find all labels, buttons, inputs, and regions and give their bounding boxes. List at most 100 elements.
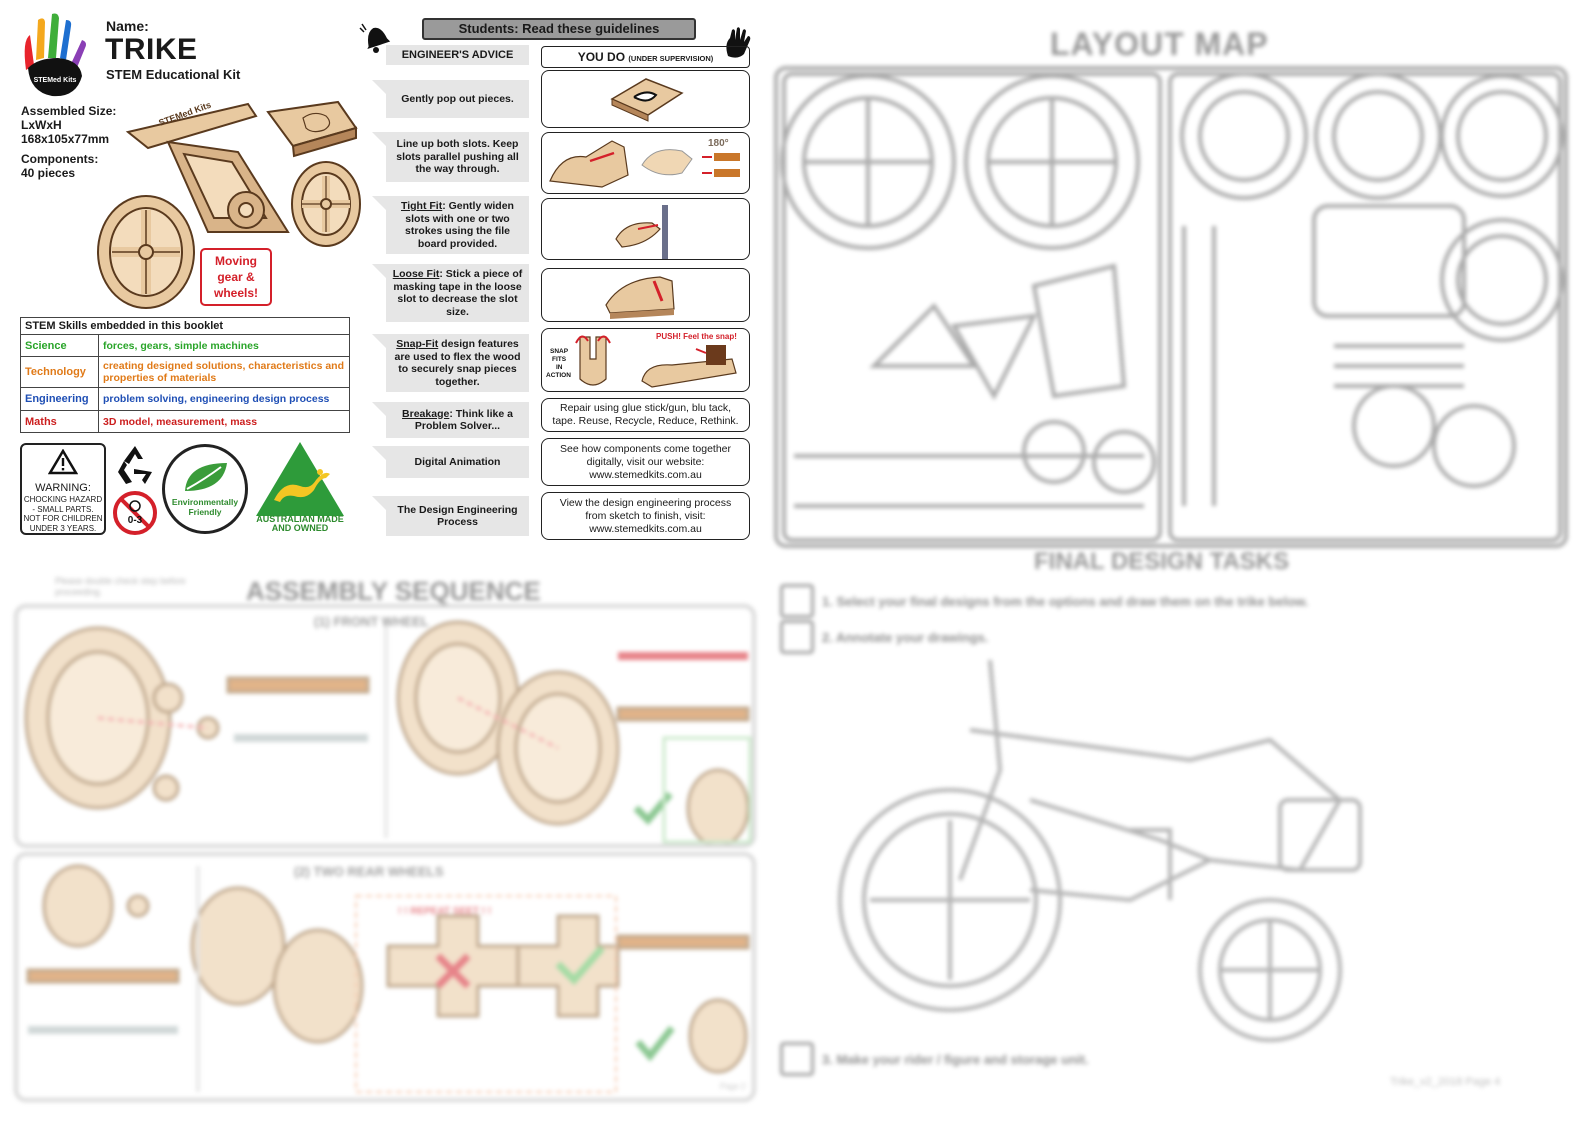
- aus-line: AUSTRALIAN MADE: [256, 514, 344, 524]
- advice-line-up: Line up both slots. Keep slots parallel …: [372, 132, 529, 182]
- advice-lead: Snap-Fit: [396, 338, 439, 350]
- warning-line: CHOCKING HAZARD: [23, 495, 103, 504]
- trike-model-illustration: STEMed Kits: [97, 100, 361, 309]
- size-label: Assembled Size:: [21, 104, 117, 118]
- guidelines-header: Students: Read these guidelines: [422, 18, 696, 40]
- step-1-illustration: [24, 618, 752, 848]
- advice-loose-fit: Loose Fit: Stick a piece of masking tape…: [372, 264, 529, 322]
- advice-text: : Think like a Problem Solver...: [414, 407, 513, 433]
- you-do-sublabel: (UNDER SUPERVISION): [628, 54, 714, 63]
- eco-line: Friendly: [188, 507, 222, 517]
- do-animation-text: See how components come together digital…: [541, 438, 750, 486]
- do-tight-fit-illustration: [541, 198, 750, 260]
- advice-lead: Breakage: [402, 407, 450, 420]
- skills-heading: STEM Skills embedded in this booklet: [20, 317, 350, 335]
- eco-friendly-badge: Environmentally Friendly: [162, 444, 248, 534]
- logo-text: STEMed Kits: [34, 77, 77, 84]
- leaf-icon: [185, 463, 227, 491]
- kit-name: TRIKE: [105, 33, 198, 66]
- components-label: Components:: [21, 152, 99, 166]
- you-do-label: YOU DO: [577, 50, 626, 64]
- advice-text: design features are used to flex the woo…: [394, 338, 521, 388]
- moving-parts-callout: Moving gear & wheels!: [200, 248, 272, 306]
- skill-desc-maths: 3D model, measurement, mass: [98, 410, 350, 433]
- task-checkbox[interactable]: [780, 620, 814, 654]
- task-checkbox[interactable]: [780, 1042, 814, 1076]
- size-dims: LxWxH: [21, 118, 62, 132]
- layout-map-sheet: [774, 66, 1568, 548]
- skill-desc-technology: creating designed solutions, characteris…: [98, 356, 350, 388]
- advice-text: The Design Engineering Process: [397, 503, 518, 529]
- advice-text: Digital Animation: [414, 455, 501, 468]
- do-loose-fit-illustration: [541, 268, 750, 322]
- advice-pop-out: Gently pop out pieces.: [372, 80, 529, 118]
- spec-block: Assembled Size: LxWxH 168x105x77mm Compo…: [21, 104, 116, 180]
- stem-skills-table: STEM Skills embedded in this booklet Sci…: [20, 317, 350, 433]
- snap-caption: ACTION: [546, 372, 571, 379]
- bell-icon: [359, 23, 391, 53]
- you-do-heading: YOU DO (UNDER SUPERVISION): [541, 46, 750, 68]
- push-label: PUSH! Feel the snap!: [656, 332, 737, 341]
- layout-map-title: LAYOUT MAP: [1050, 26, 1269, 62]
- do-snap-fit-illustration: SNAP FITS IN ACTION PUSH! Feel the snap!: [541, 328, 750, 392]
- warning-line: - SMALL PARTS.: [32, 504, 94, 514]
- callout-line: wheels!: [213, 286, 258, 300]
- advice-snap-fit: Snap-Fit design features are used to fle…: [372, 334, 529, 392]
- step-2-label: (2) TWO REAR WHEELS: [294, 864, 444, 879]
- name-label: Name:: [106, 18, 149, 34]
- australian-made-logo: [256, 442, 344, 516]
- choking-hazard-warning: WARNING: CHOCKING HAZARD - SMALL PARTS. …: [20, 443, 106, 535]
- advice-text: : Stick a piece of masking tape in the l…: [393, 268, 523, 318]
- stemed-hand-logo: STEMed Kits: [24, 13, 86, 97]
- advice-design-process: The Design Engineering Process: [372, 496, 529, 536]
- advice-lead: Tight Fit: [401, 200, 443, 212]
- skill-subject-engineering: Engineering: [20, 387, 99, 411]
- snap-caption: IN: [556, 364, 563, 371]
- do-repair-text: Repair using glue stick/gun, blu tack, t…: [541, 398, 750, 432]
- skill-desc-engineering: problem solving, engineering design proc…: [98, 387, 350, 411]
- page-footer: Trike_v2_2018 Page 4: [1390, 1076, 1501, 1088]
- size-value: 168x105x77mm: [21, 132, 110, 146]
- eco-line: Environmentally: [171, 497, 239, 507]
- task-item-3: 3. Make your rider / figure and storage …: [780, 1042, 1089, 1076]
- advice-breakage: Breakage: Think like a Problem Solver...: [372, 402, 529, 438]
- step-2-panel: (2) TWO REAR WHEELS ! ! REPEAT SEET ! !: [14, 852, 756, 1102]
- repeat-notice: ! ! REPEAT SEET ! !: [398, 906, 491, 917]
- task-text: 3. Make your rider / figure and storage …: [822, 1051, 1089, 1067]
- warning-title: WARNING:: [35, 482, 91, 494]
- snap-caption: SNAP: [550, 348, 569, 355]
- skill-subject-maths: Maths: [20, 410, 99, 433]
- trike-outline-drawing: [838, 659, 1362, 1042]
- advice-lead: Loose Fit: [392, 268, 440, 280]
- warning-triangle-icon: [47, 448, 79, 475]
- kit-subtitle: STEM Educational Kit: [106, 67, 241, 82]
- do-line-up-illustration: 180°: [541, 132, 750, 194]
- task-item-2: 2. Annotate your drawings.: [780, 620, 988, 654]
- advice-digital-animation: Digital Animation: [372, 446, 529, 478]
- callout-line: Moving: [215, 254, 257, 268]
- skill-subject-science: Science: [20, 334, 99, 357]
- step-1-panel: (1) FRONT WHEEL: [14, 604, 756, 848]
- task-checkbox[interactable]: [780, 584, 814, 618]
- snap-caption: FITS: [552, 356, 567, 363]
- engineers-advice-heading: ENGINEER'S ADVICE: [386, 45, 529, 65]
- skill-subject-technology: Technology: [20, 356, 99, 388]
- hand-icon: [726, 27, 751, 58]
- australian-made-text: AUSTRALIAN MADE AND OWNED: [252, 515, 348, 533]
- final-tasks-title: FINAL DESIGN TASKS: [1034, 548, 1290, 575]
- step-1-label: (1) FRONT WHEEL: [314, 614, 429, 629]
- recycle-icon: [118, 446, 152, 484]
- task-text: 1. Select your final designs from the op…: [822, 593, 1309, 609]
- assembly-title: ASSEMBLY SEQUENCE: [246, 576, 541, 606]
- advice-tight-fit: Tight Fit: Gently widen slots with one o…: [372, 196, 529, 254]
- do-pop-out-illustration: [541, 70, 750, 128]
- components-value: 40 pieces: [21, 166, 76, 180]
- advice-text: : Gently widen slots with one or two str…: [404, 200, 514, 250]
- warning-line: UNDER 3 YEARS.: [29, 523, 97, 533]
- aus-line: AND OWNED: [271, 523, 329, 533]
- age-restriction-icon: 0-3: [113, 491, 157, 535]
- advice-text: Line up both slots. Keep slots parallel …: [396, 138, 519, 176]
- warning-line: NOT FOR CHILDREN: [23, 514, 103, 523]
- assembly-page-number: Page 2: [720, 1082, 746, 1091]
- do-design-text: View the design engineering process from…: [541, 492, 750, 540]
